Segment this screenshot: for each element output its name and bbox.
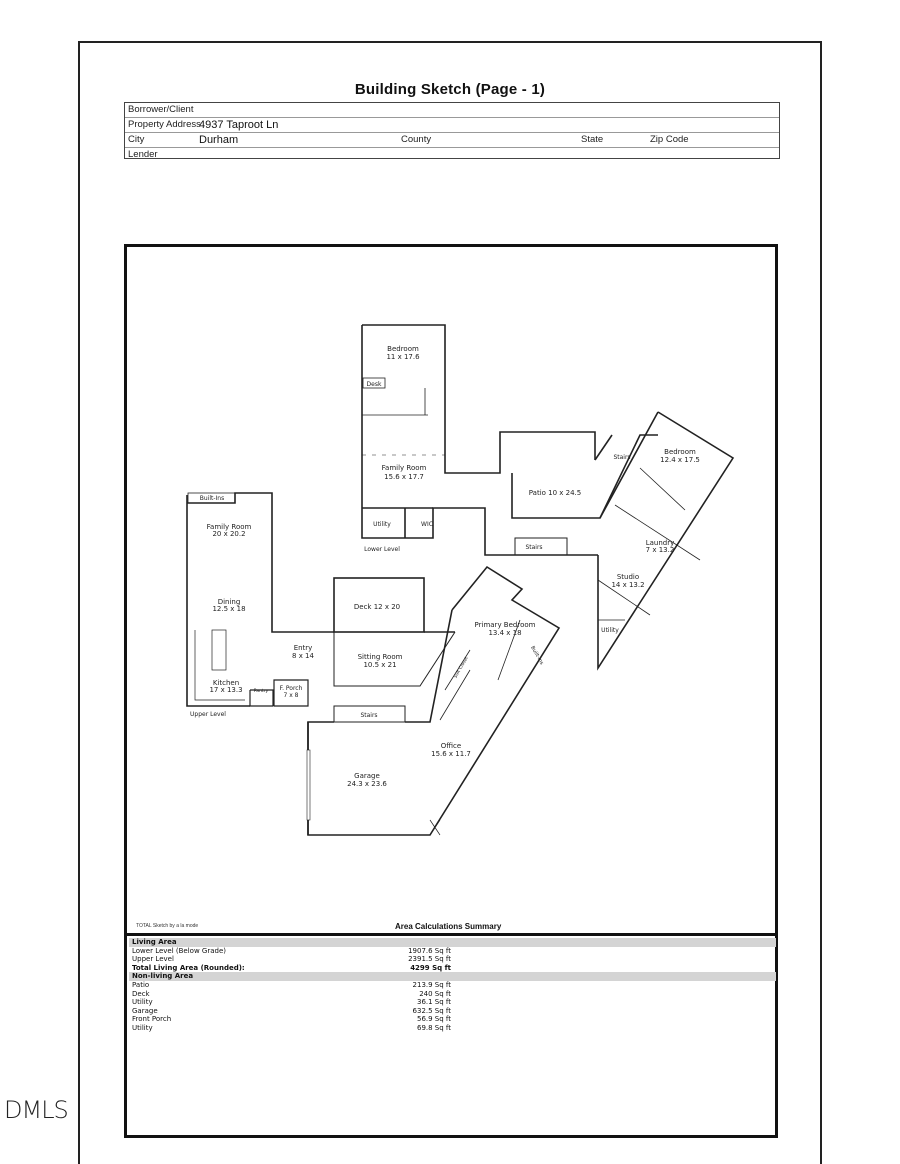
row-value: 240 Sq ft [419,989,451,998]
room-deck: Deck 12 x 20 [354,603,400,611]
room-kitchen: Kitchen [213,679,239,687]
room-wic: WIC [421,521,433,528]
row-value: 36.1 Sq ft [416,998,451,1007]
room-office: Office [441,742,461,750]
page-frame [78,41,822,1164]
borrower-row: Borrower/Client [125,103,779,118]
summary-title: Area Calculations Summary [395,922,502,931]
city-label: City [128,134,145,145]
row-value: 56.9 Sq ft [416,1015,451,1024]
row-value: 1907.6 Sq ft [408,946,451,955]
living-area-header: Living Area [129,938,776,947]
room-garage-dims: 24.3 x 23.6 [347,780,387,788]
state-label: State [581,134,604,145]
row-name: Garage [132,1006,158,1015]
room-pantry: Pantry [254,688,269,694]
room-entry: Entry [294,644,313,652]
room-suit-closet: Suit Closet [452,655,469,679]
room-family-upper: Family Room [207,523,252,531]
borrower-label: Borrower/Client [128,104,194,115]
row-name: Utility [132,1023,153,1032]
room-utility-lower: Utility [373,521,391,528]
room-office-dims: 15.6 x 11.7 [431,750,471,758]
room-dining: Dining [218,598,241,606]
room-entry-dims: 8 x 14 [292,652,315,660]
nonliving-area-header: Non-living Area [129,972,776,981]
summary-row: Patio 213.9 Sq ft [129,981,776,990]
summary-row: Utility 36.1 Sq ft [129,998,776,1007]
room-labels: Bedroom 11 x 17.6 Desk Family Room 15.6 … [190,345,700,788]
room-bedroom-right: Bedroom [664,448,696,456]
address-label: Property Address [128,119,201,130]
row-value: 632.5 Sq ft [412,1006,451,1015]
walls [186,324,735,836]
room-utility-right: Utility [601,627,619,634]
zip-label: Zip Code [650,134,689,145]
row-name: Front Porch [132,1015,172,1024]
row-name: Deck [132,989,150,998]
total-row: Total Living Area (Rounded): 4299 Sq ft [129,964,776,973]
dmls-logo: DMLS [4,1096,69,1124]
room-front-porch-dims: 7 x 8 [284,692,299,699]
address-row: Property Address 4937 Taproot Ln [125,118,779,133]
lender-row: Lender [125,148,779,162]
room-built-ins: Built-Ins [200,495,224,502]
room-stairs-lower: Stairs [525,544,542,551]
room-studio: Studio [617,573,639,581]
upper-level-label: Upper Level [190,711,226,718]
city-value: Durham [199,134,239,146]
sketch-credit: TOTAL Sketch by a la mode [136,923,199,929]
room-family-upper-dims: 20 x 20.2 [212,530,245,538]
row-name: Lower Level (Below Grade) [132,946,226,955]
room-stairs-upper: Stairs [360,712,377,719]
summary-row: Upper Level 2391.5 Sq ft [129,955,776,964]
summary-row: Garage 632.5 Sq ft [129,1007,776,1016]
room-family-lower: Family Room [382,464,427,472]
row-value: 4299 Sq ft [410,963,451,972]
row-value: 2391.5 Sq ft [408,955,451,964]
section-label: Non-living Area [132,972,194,981]
summary-row: Utility 69.8 Sq ft [129,1024,776,1033]
room-bedroom-right-dims: 12.4 x 17.5 [660,456,700,464]
row-value: 69.8 Sq ft [416,1023,451,1032]
room-patio: Patio 10 x 24.5 [529,489,581,497]
room-laundry-dims: 7 x 13.2 [646,546,675,554]
room-family-lower-dims: 15.6 x 17.7 [384,473,424,481]
sketch-box [124,244,778,1138]
area-summary-table: Living Area Lower Level (Below Grade) 190… [129,938,776,1033]
summary-row: Lower Level (Below Grade) 1907.6 Sq ft [129,947,776,956]
section-label: Living Area [132,938,177,946]
lower-level-label: Lower Level [364,546,400,553]
row-name: Upper Level [132,955,174,964]
room-garage: Garage [354,772,380,780]
room-studio-dims: 14 x 13.2 [611,581,644,589]
room-desk: Desk [367,381,382,388]
county-label: County [401,134,432,145]
row-name: Patio [132,980,150,989]
summary-divider [126,933,776,936]
room-primary-bedroom: Primary Bedroom [475,621,536,629]
summary-row: Deck 240 Sq ft [129,990,776,999]
room-bedroom-lower-dims: 11 x 17.6 [386,353,420,361]
lender-label: Lender [128,149,158,160]
room-primary-bedroom-dims: 13.4 x 18 [488,629,521,637]
room-bedroom-lower: Bedroom [387,345,419,353]
room-front-porch: F. Porch [280,685,303,692]
room-sitting-dims: 10.5 x 21 [363,661,396,669]
room-kitchen-dims: 17 x 13.3 [209,686,242,694]
room-sitting: Sitting Room [358,653,403,661]
room-stairs-patio: Stairs [613,454,630,461]
row-name: Utility [132,998,153,1007]
summary-row: Front Porch 56.9 Sq ft [129,1015,776,1024]
address-value: 4937 Taproot Ln [199,119,279,131]
room-laundry: Laundry [646,539,675,547]
row-value: 213.9 Sq ft [412,980,451,989]
room-dining-dims: 12.5 x 18 [212,605,245,613]
property-header-table: Borrower/Client Property Address 4937 Ta… [124,102,780,162]
row-name: Total Living Area (Rounded): [132,963,245,972]
page-title: Building Sketch (Page - 1) [354,81,546,98]
city-row: City Durham County State Zip Code [125,133,779,148]
